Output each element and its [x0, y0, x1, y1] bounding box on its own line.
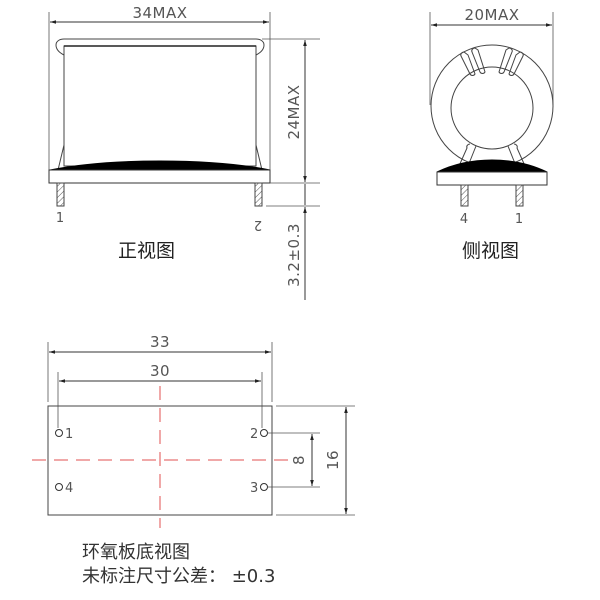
bottom-height-dimension — [276, 405, 355, 516]
pin-span-dimension — [57, 372, 263, 428]
side-pin-4-label: 4 — [460, 212, 468, 227]
bottom-width-label: 33 — [150, 333, 170, 351]
bottom-pin-3-label: 3 — [250, 481, 258, 496]
pin-span-label: 30 — [150, 362, 170, 380]
bottom-pin-1-label: 1 — [65, 427, 73, 442]
tolerance-note: 未标注尺寸公差： ±0.3 — [82, 566, 276, 587]
top-windings — [460, 47, 524, 76]
front-view — [48, 12, 320, 300]
toroid-inner — [450, 66, 534, 150]
bottom-pin-4-hole — [55, 483, 63, 491]
front-pin-1-label: 1 — [56, 211, 64, 226]
bottom-height-label: 16 — [324, 450, 342, 470]
front-pin-1 — [56, 182, 65, 207]
pin-length-label: 3.2±0.3 — [285, 223, 303, 287]
side-width-label: 20MAX — [464, 6, 519, 24]
side-pin-4 — [460, 184, 469, 207]
pin-pitch-label: 8 — [290, 455, 308, 465]
bottom-pin-4-label: 4 — [65, 481, 73, 496]
side-view — [429, 12, 554, 207]
side-view-caption: 侧视图 — [462, 240, 520, 262]
pin-pitch-dimension — [268, 432, 320, 488]
front-height-label: 24MAX — [285, 84, 303, 139]
side-pin-1-label: 1 — [515, 212, 523, 227]
pin-length-dimension — [266, 184, 320, 300]
centerlines — [32, 386, 290, 528]
front-view-caption: 正视图 — [118, 240, 176, 262]
bottom-view — [32, 342, 355, 528]
front-pin-2 — [254, 182, 263, 207]
side-width-dimension — [429, 12, 554, 105]
bottom-pin-2-hole — [260, 429, 268, 437]
front-pin-2-label: 2 — [254, 217, 262, 232]
bottom-pin-1-hole — [55, 429, 63, 437]
front-height-dimension — [262, 38, 320, 184]
front-width-dimension — [48, 12, 271, 170]
bottom-view-caption: 环氧板底视图 — [82, 542, 190, 563]
side-pin-1 — [515, 184, 524, 207]
bottom-pin-3-hole — [260, 483, 268, 491]
front-width-label: 34MAX — [132, 4, 187, 22]
bottom-width-dimension — [47, 342, 273, 402]
board-outline — [47, 405, 273, 516]
bottom-pin-2-label: 2 — [250, 427, 258, 442]
